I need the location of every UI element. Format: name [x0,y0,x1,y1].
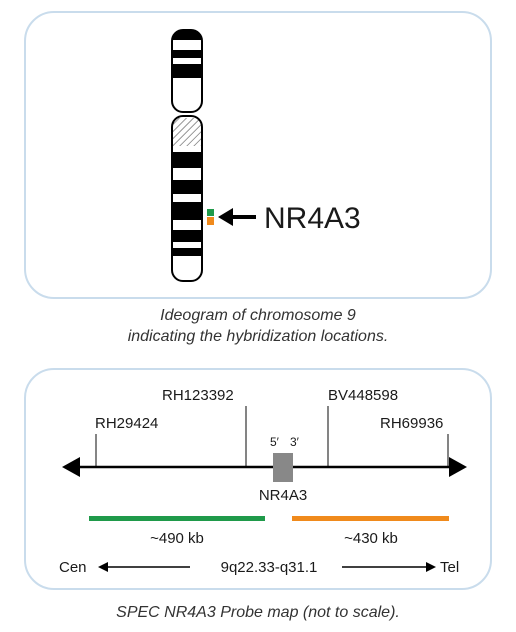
five-prime-label: 5′ [270,435,280,449]
marker-label: BV448598 [328,387,398,404]
genomic-axis [62,457,467,477]
chromosome-p-arm [171,29,203,113]
band-label: 9q22.33-q31.1 [221,559,318,576]
gene-label: NR4A3 [264,202,361,235]
orange-probe-marker [207,217,214,225]
tel-label: Tel [440,559,459,576]
marker-label: RH29424 [95,415,158,432]
three-prime-label: 3′ [290,435,300,449]
green-probe-size: ~490 kb [150,530,204,547]
green-probe-bar [89,516,265,521]
ideogram-panel [24,11,492,299]
cen-label: Cen [59,559,87,576]
caption-line-2: indicating the hybridization locations. [127,328,389,345]
probe-map-panel [24,368,492,590]
locus-arrow-icon [218,208,256,226]
orange-probe-bar [292,516,449,521]
caption-line-1: Ideogram of chromosome 9 [160,307,356,324]
map-gene-label: NR4A3 [259,487,307,504]
chromosome-q-arm [171,115,203,282]
ideogram-caption: Ideogram of chromosome 9 indicating the … [0,305,516,347]
green-probe-marker [207,209,214,216]
probe-map-caption: SPEC NR4A3 Probe map (not to scale). [116,604,400,621]
left-arrow-icon [98,562,190,572]
orange-probe-size: ~430 kb [344,530,398,547]
marker-label: RH69936 [380,415,443,432]
marker-label: RH123392 [162,387,234,404]
gene-box [273,453,293,482]
right-arrow-icon [342,562,436,572]
